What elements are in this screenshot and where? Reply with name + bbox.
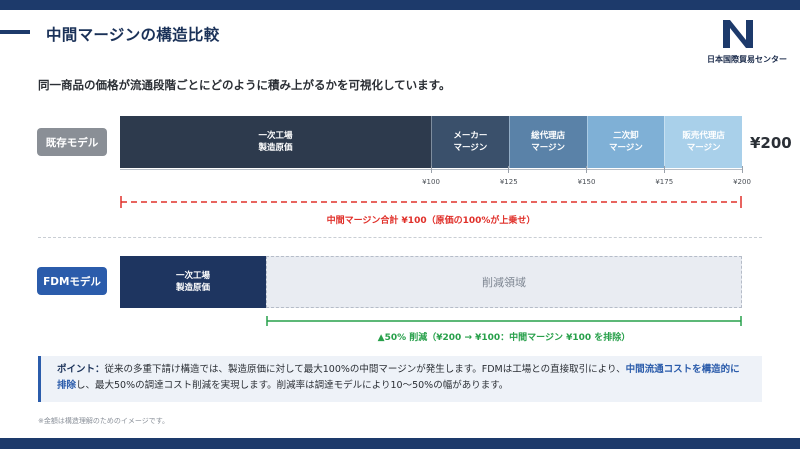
margin-total-note: 中間マージン合計 ¥100（原価の100%が上乗せ） [326,216,536,226]
reduction-area-label: 削減領域 [482,276,526,289]
existing-bar-segment: 総代理店 マージン [508,116,587,168]
axis-tick-mark [508,166,510,173]
axis-tick-mark [430,166,432,173]
point-text-part2: し、最大50%の調達コスト削減を実現します。削減率は調達モデルにより10〜50%… [76,380,509,392]
fdm-model-label: FDMモデル [37,267,107,295]
point-callout-box: ポイント：従来の多重下請け構造では、製造原価に対して最大100%の中間マージンが… [38,356,762,402]
reduction-area: 削減領域 [266,256,742,308]
existing-bar-segment: 販売代理店 マージン [664,116,742,168]
existing-model-label: 既存モデル [37,128,107,156]
existing-bar-segment: 一次工場 製造原価 [120,116,431,168]
axis-tick-label: ¥175 [655,178,674,186]
point-lead: ポイント： [57,364,105,375]
existing-bar-segment: メーカー マージン [431,116,509,168]
subtitle: 同一商品の価格が流通段階ごとにどのように積み上がるかを可視化しています。 [38,78,451,92]
axis-tick-mark [741,166,743,173]
footnote: ※金額は構造理解のためのイメージです。 [38,417,170,425]
company-logo: 日本国際貿易センター [707,18,787,68]
logo-n-icon [723,20,753,48]
axis-tick-label: ¥100 [422,178,440,186]
axis-tick-label: ¥125 [499,178,518,186]
point-highlight: 中間流通コストを構造的に排除 [57,364,740,392]
savings-note: ▲50% 削減（¥200 → ¥100：中間マージン ¥100 を排除） [377,333,631,343]
page-title: 中間マージンの構造比較 [46,26,220,44]
existing-bar-segment: 二次卸 マージン [586,116,665,168]
axis-tick-mark [663,166,665,173]
axis-tick-label: ¥200 [733,178,751,186]
margin-bracket [120,196,742,208]
axis-tick-label: ¥150 [577,178,596,186]
section-divider [38,237,762,238]
axis-tick-mark [586,166,587,173]
fdm-manufacturing-cost-segment: 一次工場 製造原価 [120,256,266,308]
logo-text: 日本国際貿易センター [707,55,787,64]
bottom-border-bar [0,438,800,449]
title-accent-line [0,30,30,34]
point-text-part1: 従来の多重下請け構造では、製造原価に対して最大100%の中間マージンが発生します… [104,364,626,375]
total-price: ¥200 [750,134,792,152]
top-border-bar [0,0,800,10]
savings-bracket [266,316,742,326]
